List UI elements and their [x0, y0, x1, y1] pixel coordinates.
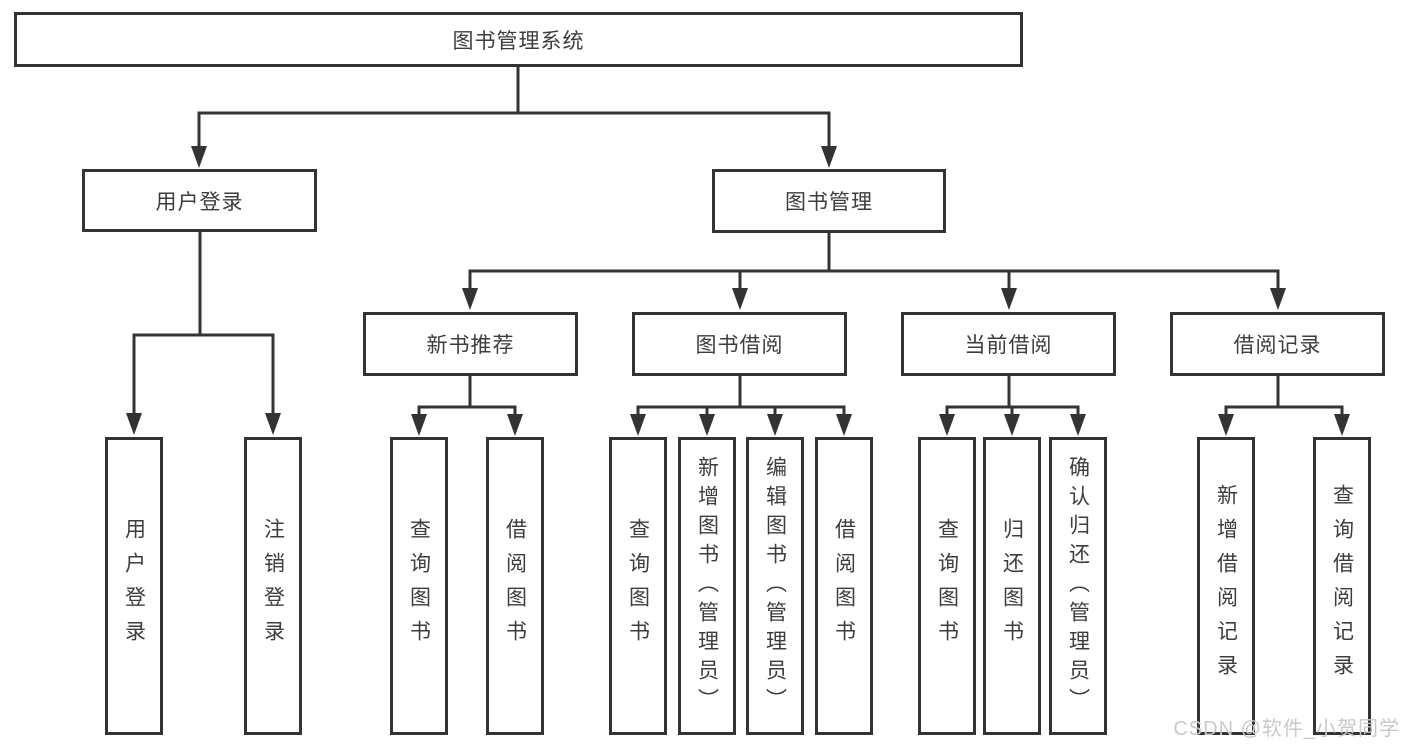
leaf-query-books-recommend: 查询图书 — [390, 437, 448, 735]
leaf-label: 用户登录 — [122, 518, 146, 654]
node-label: 用户登录 — [155, 190, 244, 214]
node-label: 图书管理 — [785, 191, 873, 214]
leaf-return-books: 归还图书 — [983, 437, 1041, 735]
leaf-borrow-books-recommend: 借阅图书 — [486, 437, 544, 735]
node-label: 图书借阅 — [695, 334, 784, 357]
csdn-watermark: CSDN @软件_小贺同学 — [1173, 718, 1400, 740]
node-label: 当前借阅 — [964, 334, 1053, 357]
node-label: 新书推荐 — [426, 334, 515, 357]
leaf-label: 新增借阅记录 — [1214, 484, 1238, 688]
leaf-add-book-admin: 新增图书（管理员） — [678, 437, 736, 735]
leaf-label: 借阅图书 — [503, 518, 527, 654]
leaf-label: 新增图书（管理员） — [695, 455, 719, 717]
leaf-edit-book-admin: 编辑图书（管理员） — [746, 437, 804, 735]
leaf-label: 查询借阅记录 — [1330, 484, 1354, 688]
node-book-borrowing: 图书借阅 — [632, 312, 847, 376]
node-label: 图书管理系统 — [452, 29, 585, 53]
leaf-label: 确认归还（管理员） — [1066, 455, 1090, 717]
leaf-label: 注销登录 — [261, 518, 285, 654]
leaf-query-borrow-record: 查询借阅记录 — [1313, 437, 1371, 735]
node-root-system: 图书管理系统 — [14, 12, 1023, 67]
leaf-label: 查询图书 — [626, 518, 650, 654]
leaf-borrow-books: 借阅图书 — [815, 437, 873, 735]
node-new-book-recommend: 新书推荐 — [363, 312, 578, 376]
node-user-login: 用户登录 — [82, 169, 317, 232]
leaf-label: 查询图书 — [935, 518, 959, 654]
leaf-label: 查询图书 — [407, 518, 431, 654]
leaf-query-books-current: 查询图书 — [918, 437, 976, 735]
node-borrowing-records: 借阅记录 — [1170, 312, 1385, 376]
leaf-confirm-return-admin: 确认归还（管理员） — [1049, 437, 1107, 735]
leaf-add-borrow-record: 新增借阅记录 — [1197, 437, 1255, 735]
node-current-borrowing: 当前借阅 — [901, 312, 1116, 376]
leaf-logout: 注销登录 — [244, 437, 302, 735]
leaf-label: 借阅图书 — [832, 518, 856, 654]
leaf-label: 归还图书 — [1000, 518, 1024, 654]
leaf-query-books-borrow: 查询图书 — [609, 437, 667, 735]
node-label: 借阅记录 — [1233, 334, 1322, 357]
leaf-label: 编辑图书（管理员） — [763, 455, 787, 717]
node-book-management: 图书管理 — [712, 169, 946, 233]
leaf-user-login: 用户登录 — [105, 437, 163, 735]
